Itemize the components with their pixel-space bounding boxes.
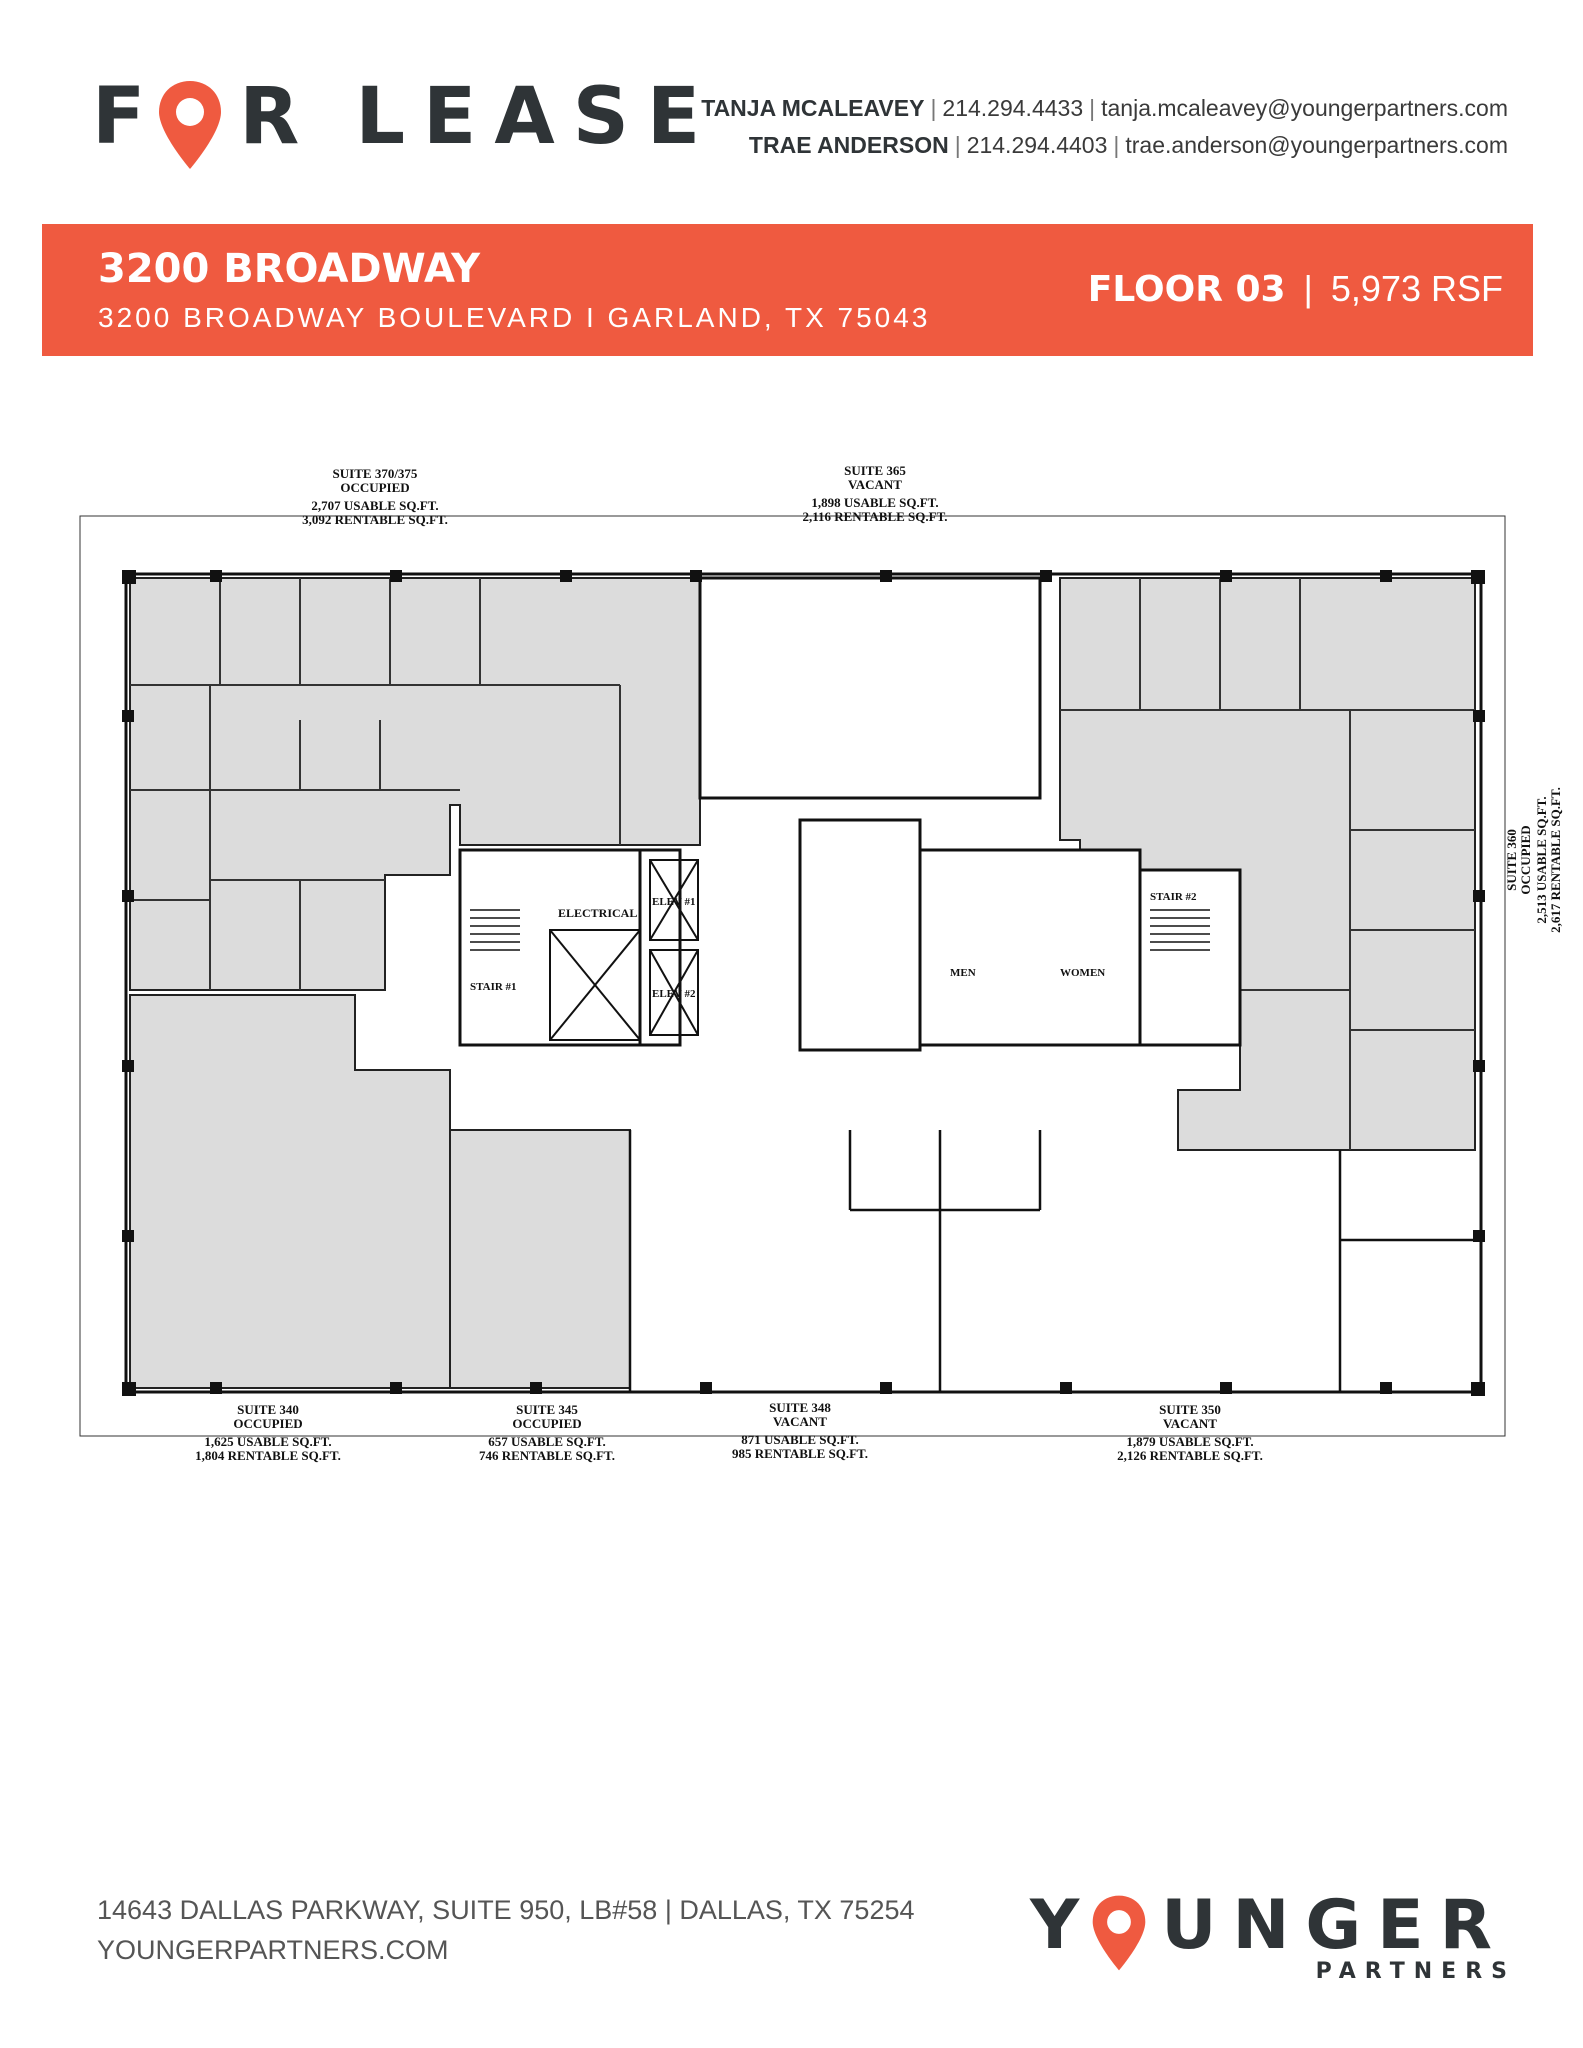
room-label-electrical: ELECTRICAL bbox=[558, 906, 637, 920]
suite-370-usable: 2,707 USABLE SQ.FT. bbox=[311, 498, 438, 513]
contact-name: TANJA MCALEAVEY bbox=[701, 95, 925, 121]
suite-350-name: SUITE 350 bbox=[1159, 1402, 1221, 1417]
suite-340-status: OCCUPIED bbox=[233, 1416, 302, 1431]
contact-name: TRAE ANDERSON bbox=[748, 132, 949, 158]
property-banner: 3200 BROADWAY 3200 BROADWAY BOULEVARD I … bbox=[42, 224, 1533, 356]
suite-348-status: VACANT bbox=[773, 1414, 827, 1429]
contact-row: TANJA MCALEAVEY|214.294.4433|tanja.mcale… bbox=[701, 95, 1508, 121]
room-label-elev2: ELEV #2 bbox=[652, 988, 696, 1000]
for-lease-logo: F R LEASE bbox=[92, 72, 719, 169]
room-label-men: MEN bbox=[950, 967, 976, 979]
logo-letter-r: R bbox=[239, 72, 318, 162]
logo-word-unger: UNGER bbox=[1161, 1885, 1508, 1965]
building-name: 3200 BROADWAY bbox=[98, 246, 481, 292]
suite-360-name: SUITE 360 bbox=[1504, 829, 1519, 891]
map-pin-icon bbox=[157, 79, 223, 171]
map-pin-icon bbox=[1091, 1893, 1147, 1973]
suite-360-area bbox=[1059, 577, 1476, 1151]
suite-370-name: SUITE 370/375 bbox=[333, 466, 418, 481]
footer-address-block: 14643 DALLAS PARKWAY, SUITE 950, LB#58 |… bbox=[97, 1890, 915, 1970]
footer-website[interactable]: YOUNGERPARTNERS.COM bbox=[97, 1935, 449, 1965]
logo-letter-f: F bbox=[92, 72, 164, 162]
logo-letter-y: Y bbox=[1029, 1885, 1096, 1965]
suite-365-status: VACANT bbox=[848, 477, 902, 492]
suite-345-usable: 657 USABLE SQ.FT. bbox=[488, 1434, 606, 1449]
contact-list: TANJA MCALEAVEY|214.294.4433|tanja.mcale… bbox=[701, 90, 1508, 164]
suite-348-name: SUITE 348 bbox=[769, 1400, 831, 1415]
suite-365-usable: 1,898 USABLE SQ.FT. bbox=[811, 495, 938, 510]
suite-370-rentable: 3,092 RENTABLE SQ.FT. bbox=[302, 512, 448, 527]
floor-number: FLOOR 03 bbox=[1087, 269, 1286, 310]
contact-row: TRAE ANDERSON|214.294.4403|trae.anderson… bbox=[748, 132, 1508, 158]
suite-345-name: SUITE 345 bbox=[516, 1402, 578, 1417]
logo-subtitle: PARTNERS bbox=[1315, 1959, 1516, 1984]
suite-350-usable: 1,879 USABLE SQ.FT. bbox=[1126, 1434, 1253, 1449]
suite-340-rentable: 1,804 RENTABLE SQ.FT. bbox=[195, 1448, 341, 1463]
suite-360-status: OCCUPIED bbox=[1518, 825, 1533, 894]
room-label-stair2: STAIR #2 bbox=[1150, 891, 1197, 903]
room-label-women: WOMEN bbox=[1060, 967, 1105, 979]
suite-348-usable: 871 USABLE SQ.FT. bbox=[741, 1432, 859, 1447]
logo-word-lease: LEASE bbox=[355, 72, 719, 162]
room-label-elev1: ELEV #1 bbox=[652, 896, 696, 908]
suite-345-rentable: 746 RENTABLE SQ.FT. bbox=[479, 1448, 615, 1463]
footer-address: 14643 DALLAS PARKWAY, SUITE 950, LB#58 |… bbox=[97, 1895, 915, 1925]
contact-phone[interactable]: 214.294.4403 bbox=[966, 132, 1108, 158]
suite-340-area bbox=[129, 994, 451, 1389]
suite-348-rentable: 985 RENTABLE SQ.FT. bbox=[732, 1446, 868, 1461]
suite-340-name: SUITE 340 bbox=[237, 1402, 299, 1417]
younger-partners-logo: Y UNGER PARTNERS bbox=[1029, 1885, 1508, 1985]
suite-360-rentable: 2,617 RENTABLE SQ.FT. bbox=[1548, 787, 1563, 933]
floor-plan: ELECTRICAL ELEV #1 ELEV #2 STAIR #1 STAI… bbox=[79, 463, 1563, 1463]
contact-email[interactable]: trae.anderson@youngerpartners.com bbox=[1125, 132, 1508, 158]
suite-350-status: VACANT bbox=[1163, 1416, 1217, 1431]
room-label-stair1: STAIR #1 bbox=[470, 981, 517, 993]
suite-345-area bbox=[449, 1129, 631, 1389]
suite-370-status: OCCUPIED bbox=[340, 480, 409, 495]
contact-phone[interactable]: 214.294.4433 bbox=[942, 95, 1084, 121]
contact-email[interactable]: tanja.mcaleavey@youngerpartners.com bbox=[1101, 95, 1508, 121]
suite-360-usable: 2,513 USABLE SQ.FT. bbox=[1534, 796, 1549, 923]
suite-350-rentable: 2,126 RENTABLE SQ.FT. bbox=[1117, 1448, 1263, 1463]
floor-info: FLOOR 03|5,973 RSF bbox=[1087, 268, 1503, 310]
building-address: 3200 BROADWAY BOULEVARD I GARLAND, TX 75… bbox=[98, 302, 931, 333]
suite-365-name: SUITE 365 bbox=[844, 463, 906, 478]
floor-area: 5,973 RSF bbox=[1330, 268, 1503, 309]
suite-340-usable: 1,625 USABLE SQ.FT. bbox=[204, 1434, 331, 1449]
suite-345-status: OCCUPIED bbox=[512, 1416, 581, 1431]
suite-365-rentable: 2,116 RENTABLE SQ.FT. bbox=[802, 509, 947, 524]
